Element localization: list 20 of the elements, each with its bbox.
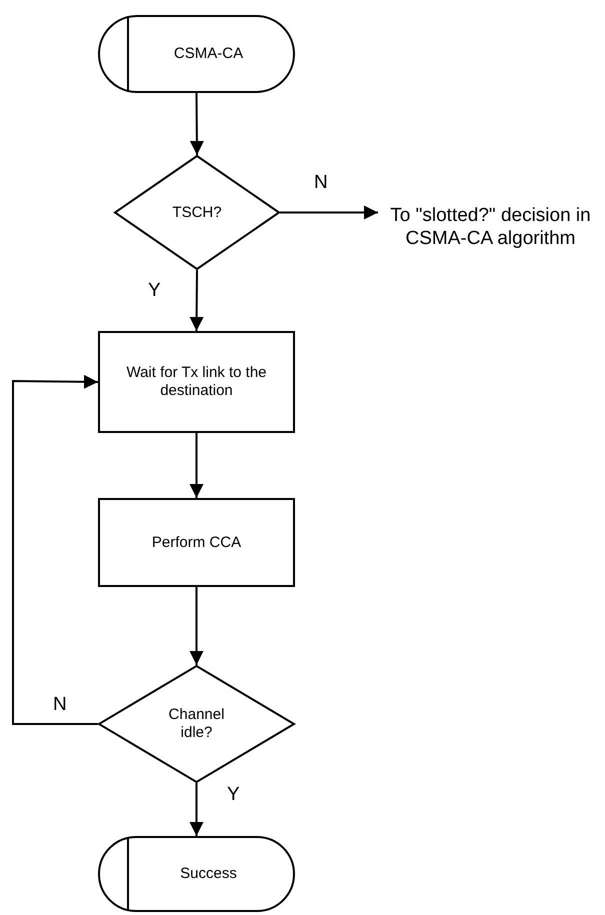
node-label: TSCH? <box>172 204 222 222</box>
arrow <box>280 206 378 220</box>
arrow <box>12 374 98 725</box>
terminator-shape <box>98 836 295 912</box>
terminator-shape <box>98 15 295 93</box>
arrow <box>190 587 204 665</box>
node-label: Channel idle? <box>168 706 226 742</box>
arrow <box>190 433 204 498</box>
process-box <box>98 331 295 433</box>
destination-note: To "slotted?" decision in CSMA-CA algorithm <box>389 204 592 250</box>
node-label: CSMA-CA <box>172 45 244 63</box>
arrow <box>190 270 204 331</box>
arrow <box>190 93 204 155</box>
decision-diamond <box>114 155 280 270</box>
process-box <box>98 498 295 587</box>
node-label: Success <box>179 865 237 883</box>
decision-diamond <box>98 665 295 783</box>
node-label: Wait for Tx link to the destination <box>125 364 268 400</box>
node-label: Perform CCA <box>152 534 242 552</box>
arrow <box>190 783 204 836</box>
